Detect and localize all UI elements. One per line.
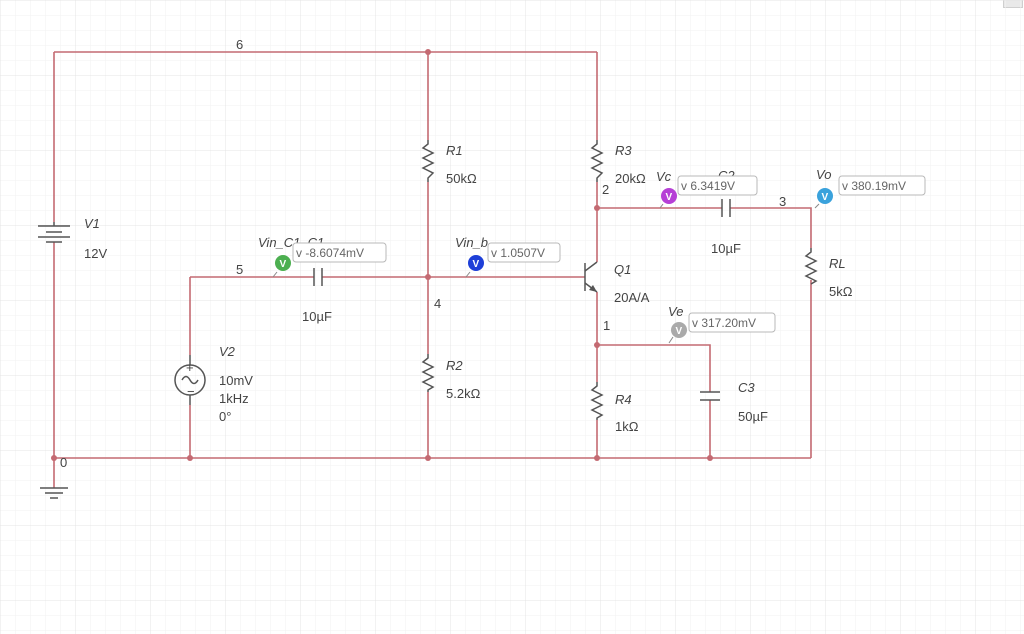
c3-name: C3 <box>738 380 755 395</box>
r4-value: 1kΩ <box>615 419 639 434</box>
node-label-0: 0 <box>60 455 67 470</box>
probe-vin-b-name: Vin_b <box>455 235 488 250</box>
r1-value: 50kΩ <box>446 171 477 186</box>
ac-source-v2[interactable]: + − <box>174 355 206 405</box>
node-label-4: 4 <box>434 296 441 311</box>
ground-icon[interactable] <box>40 487 68 499</box>
svg-text:V: V <box>280 259 287 270</box>
q1-name: Q1 <box>614 262 631 277</box>
svg-text:V: V <box>473 259 480 270</box>
v1-name: V1 <box>84 216 100 231</box>
rl-name: RL <box>829 256 846 271</box>
v2-name: V2 <box>219 344 236 359</box>
node-label-6: 6 <box>236 37 243 52</box>
resistor-r3[interactable] <box>590 140 604 182</box>
resistor-r2[interactable] <box>421 354 435 392</box>
node-label-2: 2 <box>602 182 609 197</box>
resistor-r4[interactable] <box>590 382 604 420</box>
node-label-1: 1 <box>603 318 610 333</box>
capacitor-c3[interactable] <box>700 391 720 401</box>
wire-node-5[interactable] <box>189 276 314 355</box>
probe-vin-c1[interactable]: Vin_C1_C1 V v -8.6074mV <box>258 235 387 278</box>
rl-value: 5kΩ <box>829 284 853 299</box>
r4-name: R4 <box>615 392 632 407</box>
r2-name: R2 <box>446 358 463 373</box>
probe-vo[interactable]: Vo V v 380.19mV <box>814 167 926 209</box>
transistor-q1[interactable] <box>584 261 598 293</box>
svg-text:V: V <box>822 192 829 203</box>
probe-vo-reading: v 380.19mV <box>842 179 906 193</box>
probe-vin-b-reading: v 1.0507V <box>491 246 545 260</box>
probe-vc-name: Vc <box>656 169 672 184</box>
probe-vin-c1-badge-icon[interactable] <box>275 255 291 271</box>
v2-phase: 0° <box>219 409 231 424</box>
r1-name: R1 <box>446 143 463 158</box>
svg-text:+: + <box>186 360 194 375</box>
svg-text:V: V <box>676 326 683 337</box>
wire-node-0[interactable] <box>53 242 812 488</box>
wire-node-2[interactable] <box>596 182 722 262</box>
probe-vc-badge-icon[interactable] <box>661 188 677 204</box>
probe-vc[interactable]: Vc V v 6.3419V <box>656 169 758 209</box>
wire-node-3[interactable] <box>730 207 812 248</box>
probe-vin-c1-reading: v -8.6074mV <box>296 246 364 260</box>
probe-ve[interactable]: Ve V v 317.20mV <box>668 304 776 344</box>
v2-frequency: 1kHz <box>219 391 249 406</box>
wire-node-6[interactable] <box>53 51 598 222</box>
probe-vin-b[interactable]: Vin_b V v 1.0507V <box>455 235 561 278</box>
resistor-rl[interactable] <box>804 248 818 285</box>
wire-node-4[interactable] <box>322 182 585 354</box>
node-label-3: 3 <box>779 194 786 209</box>
r3-name: R3 <box>615 143 632 158</box>
v2-amplitude: 10mV <box>219 373 253 388</box>
svg-text:−: − <box>187 384 195 399</box>
r2-value: 5.2kΩ <box>446 386 481 401</box>
probe-vc-reading: v 6.3419V <box>681 179 735 193</box>
probe-ve-reading: v 317.20mV <box>692 316 756 330</box>
battery-v1[interactable] <box>38 222 70 243</box>
node-label-5: 5 <box>236 262 243 277</box>
probe-ve-name: Ve <box>668 304 683 319</box>
probe-vin-b-badge-icon[interactable] <box>468 255 484 271</box>
q1-model: 20A/A <box>614 290 650 305</box>
r3-value: 20kΩ <box>615 171 646 186</box>
c1-value: 10µF <box>302 309 332 324</box>
c3-value: 50µF <box>738 409 768 424</box>
probe-vo-badge-icon[interactable] <box>817 188 833 204</box>
c2-value: 10µF <box>711 241 741 256</box>
svg-text:V: V <box>666 192 673 203</box>
v1-value: 12V <box>84 246 107 261</box>
junctions <box>51 49 713 461</box>
wires <box>53 51 812 488</box>
probe-vo-name: Vo <box>816 167 831 182</box>
capacitor-c2[interactable] <box>721 199 731 217</box>
probe-ve-badge-icon[interactable] <box>671 322 687 338</box>
wire-node-1[interactable] <box>596 292 711 392</box>
resistor-r1[interactable] <box>421 140 435 182</box>
capacitor-c1[interactable] <box>313 268 323 286</box>
